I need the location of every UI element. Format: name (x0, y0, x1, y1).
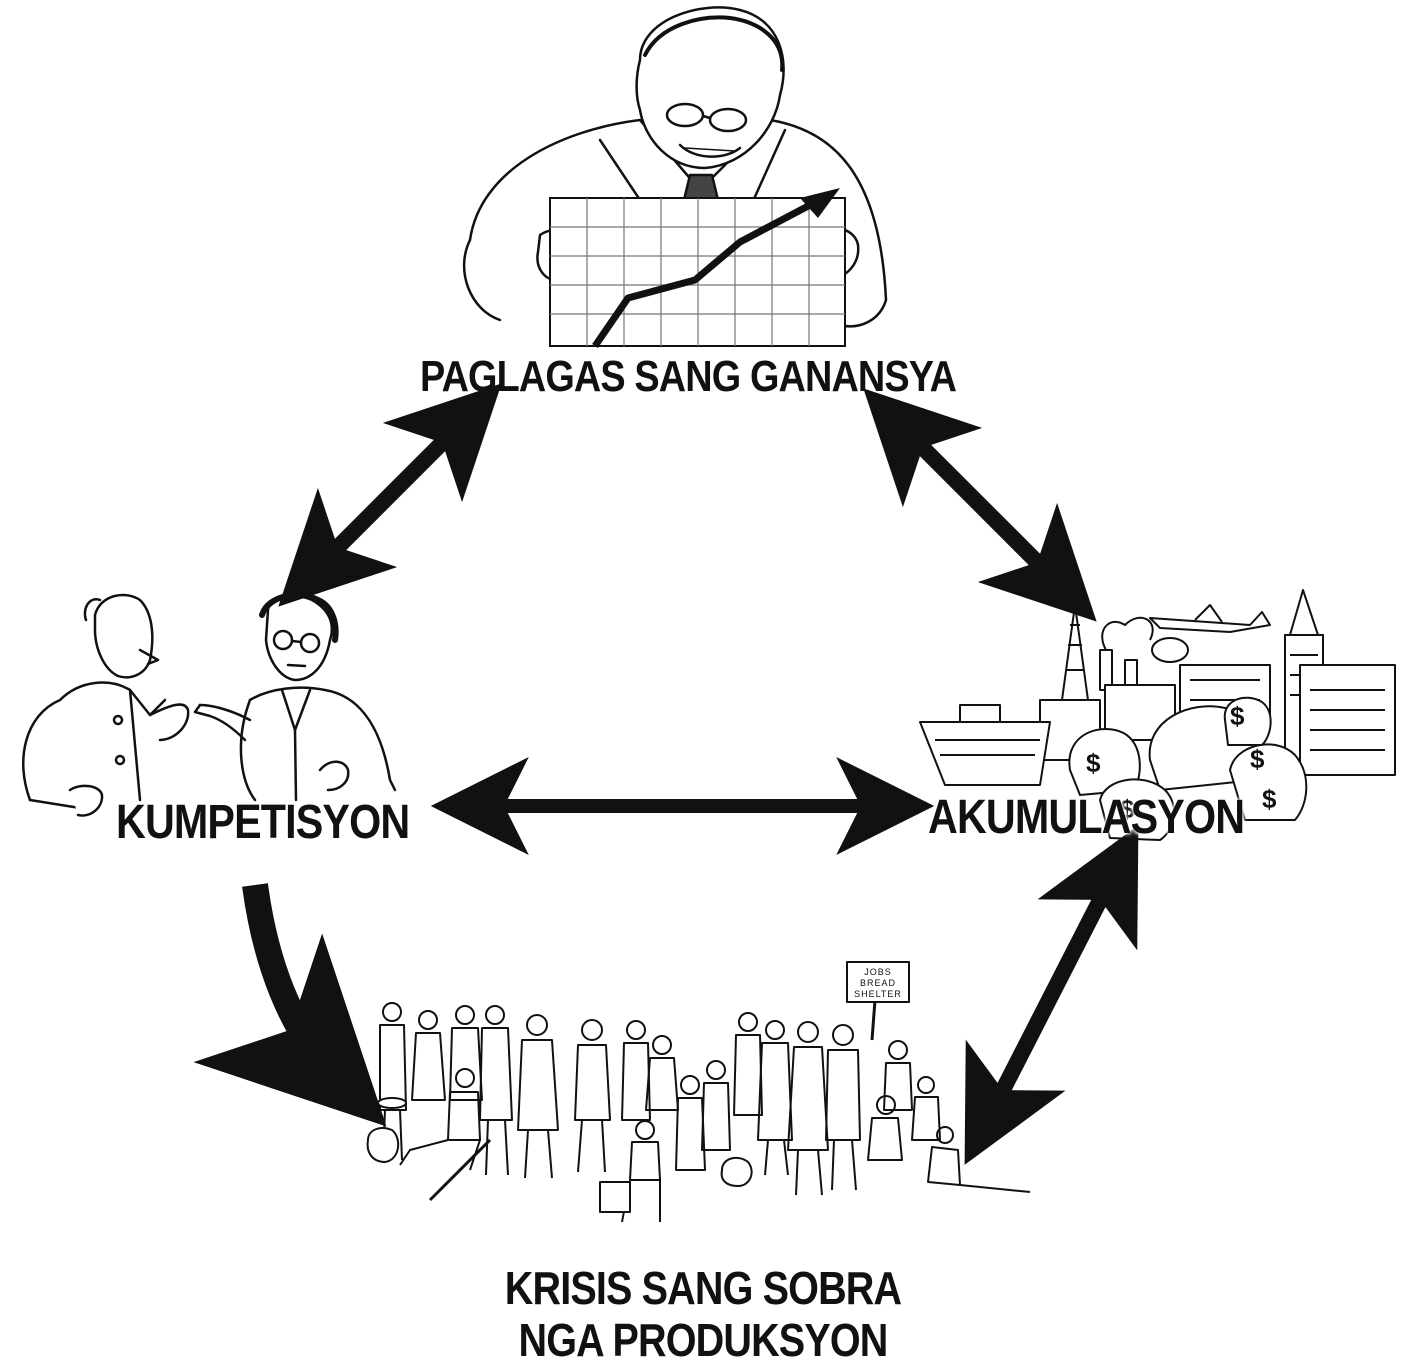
svg-text:$: $ (1086, 748, 1101, 778)
node-label-profit-decline: PAGLAGAS SANG GANANSYA (420, 352, 957, 401)
svg-text:$: $ (1262, 784, 1277, 814)
crowd-illustration (366, 961, 1031, 1223)
arrow-top-left (278, 383, 502, 607)
node-label-overproduction-crisis: KRISIS SANG SOBRA NGA PRODUKSYON (98, 1262, 1307, 1366)
sign-line-bread: BREAD (860, 978, 896, 988)
arrow-right-bottom (964, 825, 1139, 1165)
arrow-left-bottom (193, 883, 387, 1127)
svg-text:$: $ (1230, 701, 1245, 731)
rising-chart-icon (549, 188, 846, 348)
svg-text:$: $ (1120, 794, 1135, 824)
node-label-accumulation: AKUMULASYON (928, 791, 1245, 844)
arguing-men-illustration (22, 592, 397, 817)
sign-line-shelter: SHELTER (854, 989, 902, 999)
sign-line-jobs: JOBS (864, 967, 892, 977)
svg-text:$: $ (1250, 744, 1265, 774)
node-label-competition: KUMPETISYON (116, 796, 410, 849)
cycle-arrows (193, 383, 1139, 1165)
protest-sign-text: JOBS BREAD SHELTER (854, 967, 902, 999)
dollar-sign-icons: $ $ $ $ $ (1086, 701, 1277, 824)
overproduction-label-line1: KRISIS SANG SOBRA (504, 1262, 902, 1314)
industrial-city-illustration (919, 585, 1396, 841)
arrow-top-right (863, 388, 1097, 622)
overproduction-label-line2: NGA PRODUKSYON (518, 1314, 889, 1366)
protest-sign (846, 961, 910, 1041)
